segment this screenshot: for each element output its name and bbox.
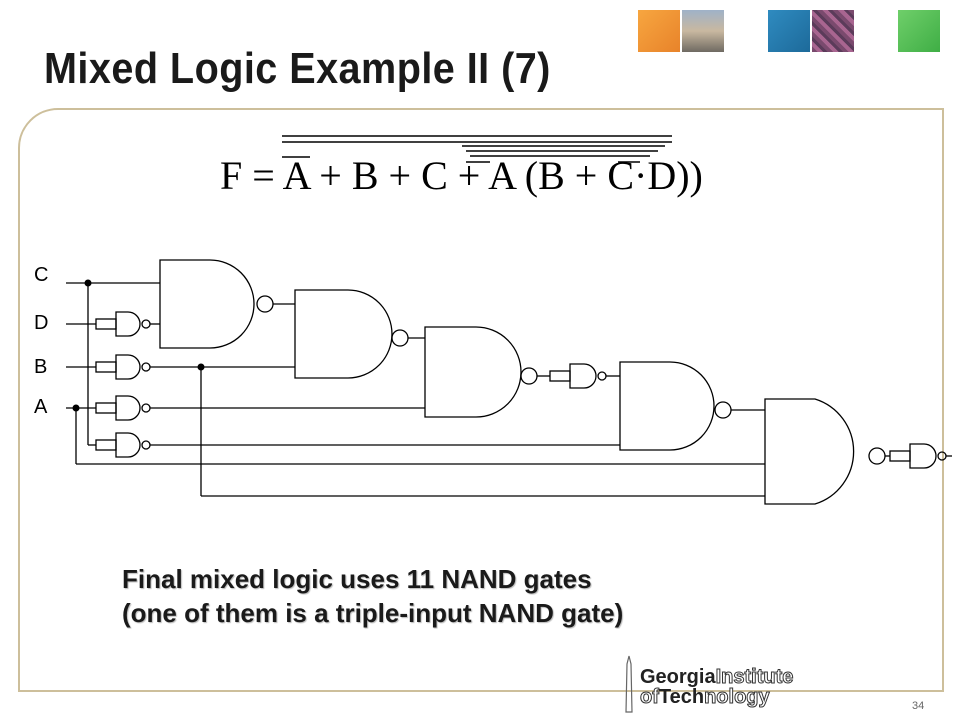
input-label-b: B [34, 356, 48, 378]
tech-tower-icon [625, 655, 633, 713]
input-label-c: C [34, 264, 49, 286]
equation-overbars [282, 135, 672, 163]
header-tile-circuit-photo [812, 10, 854, 52]
junction-b [197, 363, 205, 371]
nand-gate-4 [619, 361, 765, 451]
caption-line-2: (one of them is a triple-input NAND gate… [122, 598, 624, 628]
header-tile-orange [638, 10, 680, 52]
logo-georgia: Georgia [640, 666, 716, 688]
logo-institute: Institute [715, 666, 794, 689]
nand-inverter-1 [549, 363, 620, 389]
caption-line-1: Final mixed logic uses 11 NAND gates [122, 564, 592, 594]
equation-text: F = A + B + C + A (B + C·D)) [220, 153, 703, 198]
input-nand-a [95, 395, 425, 421]
junction-c [84, 279, 92, 287]
input-nand-d [95, 311, 160, 337]
logo-of: of [640, 686, 660, 709]
boolean-equation: F = A + B + C + A (B + C·D)) [220, 126, 703, 206]
georgia-tech-logo: GeorgiaInstitute ofTechnology [618, 654, 838, 714]
logo-tech: Tech [658, 686, 705, 708]
input-label-d: D [34, 312, 49, 334]
input-nand-b [95, 354, 295, 380]
nand-inverter-output [889, 443, 952, 469]
nand-gate-2 [294, 289, 425, 379]
nand-gate-3 [424, 326, 550, 418]
input-nand-c [95, 432, 620, 458]
header-tile-blue [768, 10, 810, 52]
header-tile-campus-photo [682, 10, 724, 52]
nand-gate-triple-input [764, 398, 890, 505]
caption: Final mixed logic uses 11 NAND gates (on… [122, 562, 623, 630]
header-tile-green [898, 10, 940, 52]
junction-a [72, 404, 80, 412]
input-label-a: A [34, 396, 48, 418]
page-number: 34 [912, 700, 925, 712]
content-frame [18, 108, 944, 692]
slide-title: Mixed Logic Example II (7) [44, 44, 551, 93]
logo-nology: nology [704, 686, 771, 709]
nand-gate-1 [159, 259, 295, 349]
